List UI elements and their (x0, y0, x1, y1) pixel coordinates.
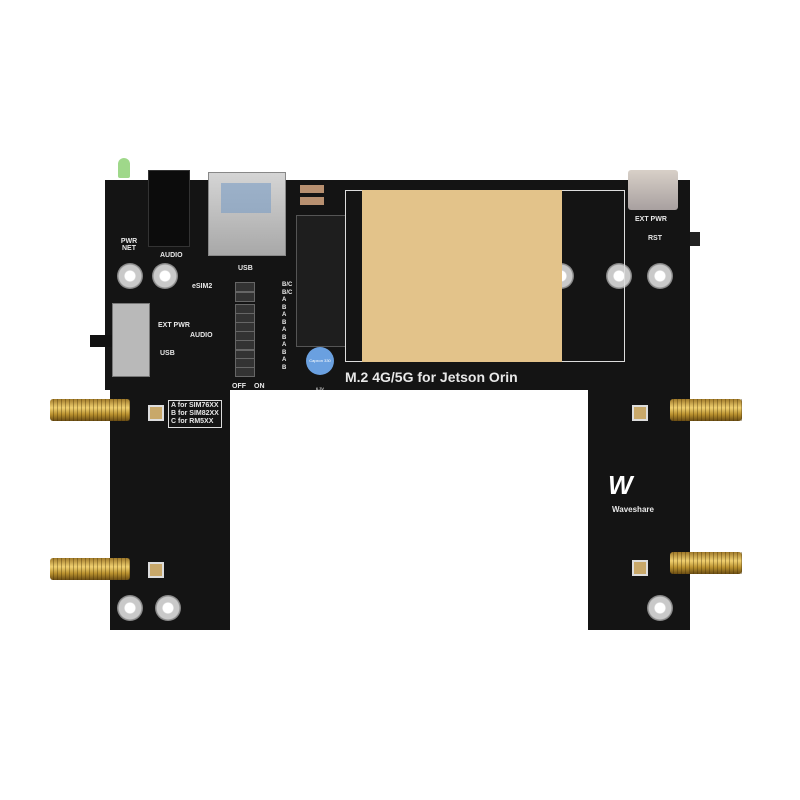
sma-antenna-connector[interactable] (50, 558, 130, 580)
label-pwr-net: PWR NET (120, 238, 138, 252)
ufl-connector (632, 405, 648, 421)
label-ext-pwr: EXT PWR (158, 322, 190, 329)
label-rst: RST (648, 235, 662, 242)
switch-lever[interactable] (90, 335, 112, 347)
label-audio: AUDIO (160, 252, 183, 259)
label-off: OFF (232, 383, 246, 390)
label-usb: USB (238, 265, 253, 272)
usb-c-port[interactable] (628, 170, 678, 210)
label-usb-switch: USB (160, 350, 175, 357)
ufl-connector (148, 405, 164, 421)
sma-antenna-connector[interactable] (670, 552, 742, 574)
mounting-hole (117, 263, 143, 289)
label-on: ON (254, 383, 265, 390)
mounting-hole (152, 263, 178, 289)
ufl-connector (148, 562, 164, 578)
mounting-hole (117, 595, 143, 621)
mounting-hole (647, 263, 673, 289)
led (118, 158, 130, 178)
brand-name: Waveshare (612, 505, 654, 514)
reset-button[interactable] (690, 232, 700, 246)
smd-components (300, 185, 324, 193)
smd-components (300, 197, 324, 205)
ufl-connector (632, 560, 648, 576)
waveshare-logo: W (608, 470, 633, 500)
label-audio-switch: AUDIO (190, 332, 213, 339)
power-switch[interactable] (112, 303, 150, 377)
sma-antenna-connector[interactable] (670, 399, 742, 421)
dip-switch-bank[interactable] (215, 280, 275, 380)
board-title: M.2 4G/5G for Jetson Orin (345, 369, 518, 385)
mounting-hole (647, 595, 673, 621)
mounting-hole (155, 595, 181, 621)
pcb-left-leg (110, 380, 230, 630)
sma-antenna-connector[interactable] (50, 399, 130, 421)
m2-slot[interactable] (296, 215, 346, 347)
mounting-hole (606, 263, 632, 289)
audio-jack[interactable] (148, 170, 190, 247)
usb-a-port[interactable] (208, 172, 286, 256)
label-esim2: eSIM2 (192, 283, 213, 290)
pcb-right-leg (588, 380, 690, 630)
capacitor: Capxon 330 6.3V (306, 347, 334, 391)
label-ext-pwr-typec: EXT PWR (635, 216, 667, 223)
shield-pad (362, 190, 562, 362)
